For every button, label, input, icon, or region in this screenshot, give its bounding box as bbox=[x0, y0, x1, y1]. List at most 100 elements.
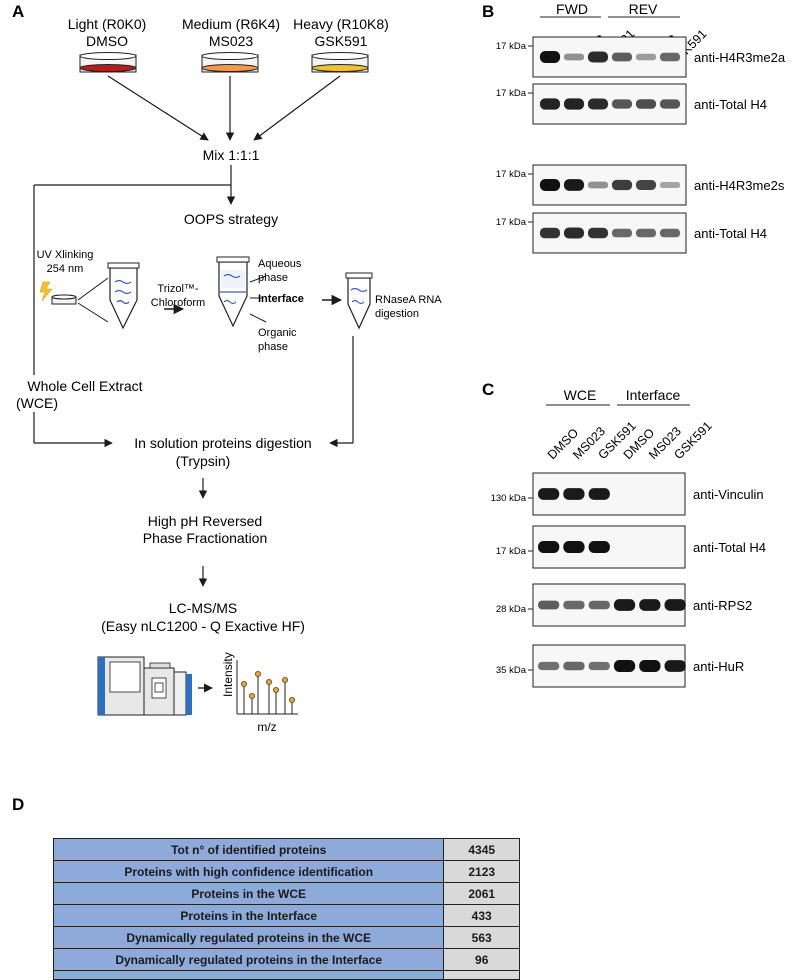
panel-c-group-wce: WCE bbox=[564, 387, 597, 403]
organic-label-1: Organic bbox=[258, 327, 297, 339]
digestion-label-1: In solution proteins digestion bbox=[134, 435, 311, 451]
table-row-label: Tot n° of identified proteins bbox=[52, 838, 445, 861]
c-blot-1-band-1 bbox=[563, 541, 585, 553]
b-blot-1-band-5 bbox=[659, 99, 681, 109]
fractionation-label-2: Phase Fractionation bbox=[143, 530, 268, 546]
panel-b-group-fwd: FWD bbox=[556, 1, 588, 17]
c-blot-3: 35 kDa anti-HuR bbox=[496, 644, 744, 688]
c-blot-3-band-4 bbox=[639, 660, 661, 672]
b-blot-1-band-1 bbox=[563, 98, 585, 110]
c-blot-0-band-0 bbox=[538, 488, 560, 500]
wce-label-2: (WCE) bbox=[16, 395, 58, 411]
dish-light-icon bbox=[79, 52, 137, 73]
b-blot-0-band-4 bbox=[635, 53, 657, 61]
panel-c-group-interface: Interface bbox=[626, 387, 681, 403]
lcms-label-1: LC-MS/MS bbox=[169, 600, 237, 616]
digestion-label-2: (Trypsin) bbox=[176, 453, 231, 469]
b-blot-1-band-2 bbox=[587, 98, 609, 110]
b-blot-0-band-0 bbox=[539, 51, 561, 63]
panel-b: B FWD REV DMSOMS023GSK591DMSOMS023GSK591… bbox=[482, 1, 786, 254]
phase-tube-icon bbox=[216, 256, 250, 328]
dish-medium-icon bbox=[201, 52, 259, 73]
oops-label: OOPS strategy bbox=[184, 211, 278, 227]
panel-d-letter: D bbox=[12, 795, 24, 814]
c-blot-2-band-4 bbox=[639, 599, 661, 611]
c-blot-3-marker: 35 kDa bbox=[496, 665, 527, 676]
spectrum-y-label: Intensity bbox=[221, 652, 235, 697]
c-blot-3-band-1 bbox=[563, 661, 585, 671]
b-blot-3-band-5 bbox=[659, 228, 681, 238]
b-blot-0-band-1 bbox=[563, 53, 585, 61]
b-blot-3-band-4 bbox=[635, 228, 657, 238]
table-row-value: 563 bbox=[443, 926, 520, 949]
c-blot-2: 28 kDa anti-RPS2 bbox=[496, 583, 752, 627]
c-blot-0-band-2 bbox=[588, 488, 610, 500]
table-row-label: Proteins in the Interface bbox=[52, 904, 445, 927]
fractionation-label-1: High pH Reversed bbox=[148, 513, 262, 529]
table-row-value: 96 bbox=[443, 948, 520, 971]
c-blot-3-antibody: anti-HuR bbox=[693, 659, 744, 674]
c-blot-1-marker: 17 kDa bbox=[496, 546, 527, 557]
c-lane-label-5: GSK591 bbox=[671, 419, 714, 462]
panel-b-letter: B bbox=[482, 2, 494, 21]
c-blot-3-band-3 bbox=[613, 660, 636, 672]
trizol-label-2: Chloroform bbox=[151, 297, 205, 309]
c-blot-0-band-1 bbox=[563, 488, 585, 500]
c-blot-3-band-5 bbox=[664, 660, 686, 672]
b-blot-1-band-0 bbox=[539, 98, 561, 110]
table-row-value: 4345 bbox=[443, 838, 520, 861]
rnase-label-2: digestion bbox=[375, 308, 419, 320]
b-blot-3-band-3 bbox=[611, 228, 633, 238]
mass-spectrum-icon bbox=[236, 660, 298, 715]
b-blot-3-marker: 17 kDa bbox=[496, 217, 527, 228]
b-blot-0-marker: 17 kDa bbox=[496, 41, 527, 52]
b-blot-3: 17 kDa anti-Total H4 bbox=[496, 212, 767, 254]
panel-c: C WCE Interface DMSOMS023GSK591DMSOMS023… bbox=[482, 380, 766, 688]
condition-medium-treatment: MS023 bbox=[209, 33, 254, 49]
c-blot-2-band-3 bbox=[613, 599, 636, 611]
c-blot-2-band-1 bbox=[563, 600, 585, 610]
trizol-label-1: Trizol™- bbox=[157, 283, 198, 295]
mix-label: Mix 1:1:1 bbox=[203, 147, 260, 163]
b-blot-2-band-1 bbox=[563, 179, 585, 191]
c-blot-3-band-2 bbox=[588, 661, 610, 671]
aqueous-label-1: Aqueous bbox=[258, 258, 302, 270]
c-blot-2-marker: 28 kDa bbox=[496, 604, 527, 615]
table-row-label: Dynamically regulated proteins in the In… bbox=[52, 948, 445, 971]
condition-heavy: Heavy (R10K8) GSK591 bbox=[293, 16, 389, 73]
condition-light-treatment: DMSO bbox=[86, 33, 128, 49]
b-blot-3-antibody: anti-Total H4 bbox=[694, 226, 767, 241]
b-blot-2-band-4 bbox=[635, 180, 657, 190]
b-blot-2-band-5 bbox=[659, 181, 681, 189]
rnase-label-1: RNaseA RNA bbox=[375, 294, 442, 306]
table-row-cut bbox=[52, 970, 520, 980]
c-blot-2-antibody: anti-RPS2 bbox=[693, 598, 752, 613]
b-blot-1-band-3 bbox=[611, 99, 633, 109]
table-row-label: Dynamically regulated proteins in the WC… bbox=[52, 926, 445, 949]
condition-heavy-label: Heavy (R10K8) bbox=[293, 16, 389, 32]
lcms-label-2: (Easy nLC1200 - Q Exactive HF) bbox=[101, 618, 305, 634]
b-blot-0-band-3 bbox=[611, 52, 633, 62]
c-blot-2-band-5 bbox=[664, 599, 686, 611]
b-blot-2-antibody: anti-H4R3me2s bbox=[694, 178, 785, 193]
b-blot-2-band-0 bbox=[539, 179, 561, 191]
table-row-value: 433 bbox=[443, 904, 520, 927]
condition-medium-label: Medium (R6K4) bbox=[182, 16, 280, 32]
c-blot-1-band-0 bbox=[538, 541, 560, 553]
uv-label-1: UV Xlinking bbox=[37, 249, 94, 261]
b-blot-1-marker: 17 kDa bbox=[496, 88, 527, 99]
table-row-label: Proteins with high confidence identifica… bbox=[52, 860, 445, 883]
mass-spectrometer-icon bbox=[97, 656, 192, 716]
tube-icon bbox=[107, 262, 140, 330]
digestion-tube-icon bbox=[345, 272, 373, 330]
panel-a: A Light (R0K0) DMSO Medium (R6K4) MS023 … bbox=[12, 2, 442, 734]
b-blot-3-band-1 bbox=[563, 227, 585, 239]
